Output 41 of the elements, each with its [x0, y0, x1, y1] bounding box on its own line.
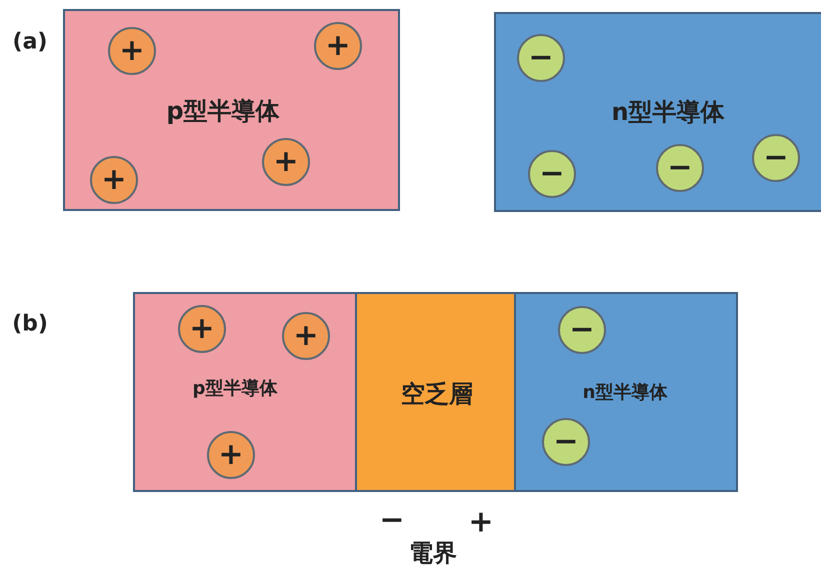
hole-circle [90, 156, 138, 204]
p-type-region [133, 292, 357, 492]
charge-sign: + [218, 440, 244, 470]
region-label: 空乏層 [401, 379, 473, 410]
electron-circle [558, 306, 606, 354]
hole-circle [262, 138, 310, 186]
hole-circle [282, 312, 330, 360]
charge-sign: + [273, 147, 299, 177]
region-label: p型半導体 [192, 377, 278, 400]
charge-sign: + [293, 321, 319, 351]
region-label: p型半導体 [166, 96, 280, 127]
panel-label: (b) [12, 312, 48, 336]
hole-circle [178, 305, 226, 353]
p-type-region [63, 9, 400, 211]
hole-circle [207, 431, 255, 479]
charge-sign: + [101, 165, 127, 195]
electron-circle [517, 34, 565, 82]
region-label: n型半導体 [611, 97, 725, 128]
charge-sign: + [189, 314, 215, 344]
depletion-layer [355, 292, 516, 492]
charge-sign: − [763, 143, 789, 173]
hole-circle [108, 27, 156, 75]
charge-sign: + [468, 504, 494, 540]
charge-sign: − [553, 427, 579, 457]
field-label: 電界 [409, 538, 457, 569]
charge-sign: − [539, 159, 565, 189]
electron-circle [752, 134, 800, 182]
charge-sign: + [119, 36, 145, 66]
panel-label: (a) [12, 30, 48, 54]
n-type-region [494, 12, 821, 212]
region-label: n型半導体 [582, 381, 668, 404]
charge-sign: − [528, 43, 554, 73]
charge-sign: − [379, 502, 405, 538]
electron-circle [528, 150, 576, 198]
electron-circle [656, 144, 704, 192]
hole-circle [314, 22, 362, 70]
charge-sign: + [325, 31, 351, 61]
n-type-region [514, 292, 738, 492]
charge-sign: − [667, 153, 693, 183]
electron-circle [542, 418, 590, 466]
charge-sign: − [569, 315, 595, 345]
